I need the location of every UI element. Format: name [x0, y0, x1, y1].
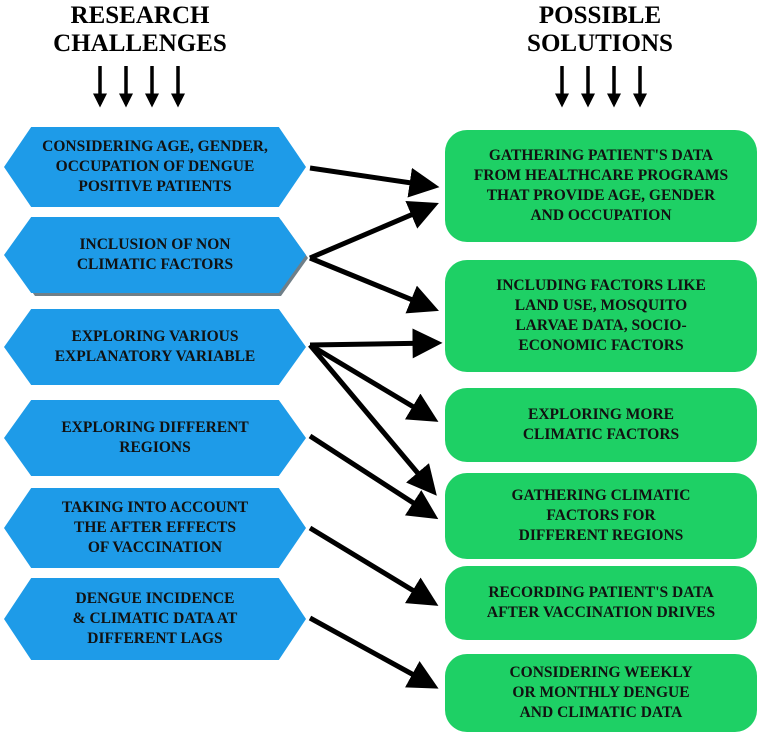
heading-line: RESEARCH	[70, 2, 210, 29]
challenge-text-line: EXPLORING VARIOUS	[71, 328, 239, 345]
solution-box-patient-data: GATHERING PATIENT'S DATA FROM HEALTHCARE…	[445, 130, 757, 242]
challenge-text-line: EXPLANATORY VARIABLE	[54, 348, 256, 365]
challenge-text-line: OCCUPATION OF DENGUE	[55, 158, 255, 175]
challenge-box-lags: DENGUE INCIDENCE & CLIMATIC DATA AT DIFF…	[4, 578, 306, 660]
solution-text-line: CONSIDERING WEEKLY	[509, 664, 693, 681]
challenge-text-line: THE AFTER EFFECTS	[74, 519, 236, 536]
solution-text-line: AFTER VACCINATION DRIVES	[486, 604, 716, 621]
down-arrows-challenges	[93, 66, 185, 108]
solution-text-line: ECONOMIC FACTORS	[518, 337, 684, 354]
challenge-text-line: CONSIDERING AGE, GENDER,	[42, 138, 268, 155]
challenge-box-explanatory-variable: EXPLORING VARIOUS EXPLANATORY VARIABLE	[4, 309, 306, 385]
research-challenges-heading: RESEARCH CHALLENGES	[40, 2, 240, 58]
challenge-text-line: DENGUE INCIDENCE	[75, 590, 235, 607]
connector-arrow	[308, 342, 439, 422]
solution-text-line: CLIMATIC FACTORS	[522, 426, 680, 443]
challenge-text-line: OF VACCINATION	[87, 539, 223, 556]
challenge-box-non-climatic: INCLUSION OF NON CLIMATIC FACTORS	[4, 217, 306, 293]
challenge-text-line: TAKING INTO ACCOUNT	[61, 499, 249, 516]
challenge-text-line: & CLIMATIC DATA AT	[72, 610, 238, 627]
challenge-text-line: INCLUSION OF NON	[79, 236, 231, 253]
solution-text-line: LARVAE DATA, SOCIO-	[515, 317, 687, 334]
solution-text-line: AND CLIMATIC DATA	[519, 704, 683, 721]
connector-arrow	[309, 201, 439, 261]
connector-arrow	[308, 433, 439, 520]
solution-text-line: OR MONTHLY DENGUE	[512, 684, 690, 701]
connector-arrow	[308, 615, 439, 689]
challenge-text-line: POSITIVE PATIENTS	[78, 178, 232, 195]
challenge-box-age-gender: CONSIDERING AGE, GENDER, OCCUPATION OF D…	[4, 127, 306, 207]
solution-text-line: DIFFERENT REGIONS	[518, 527, 684, 544]
solution-text-line: INCLUDING FACTORS LIKE	[496, 277, 706, 294]
connector-arrow	[308, 525, 439, 606]
solution-text-line: LAND USE, MOSQUITO	[514, 297, 688, 314]
challenge-box-different-regions: EXPLORING DIFFERENT REGIONS	[4, 400, 306, 476]
solution-text-line: GATHERING PATIENT'S DATA	[488, 147, 714, 164]
solution-text-line: FROM HEALTHCARE PROGRAMS	[473, 167, 729, 184]
solution-box-weekly-monthly: CONSIDERING WEEKLY OR MONTHLY DENGUE AND…	[445, 654, 757, 732]
solution-text-line: THAT PROVIDE AGE, GENDER	[486, 187, 716, 204]
heading-line: SOLUTIONS	[527, 30, 673, 57]
solution-text-line: AND OCCUPATION	[530, 207, 672, 224]
solution-text-line: FACTORS FOR	[546, 507, 656, 524]
heading-line: CHALLENGES	[53, 30, 227, 57]
challenge-text-line: DIFFERENT LAGS	[87, 630, 223, 647]
solution-text-line: RECORDING PATIENT'S DATA	[488, 584, 714, 601]
solution-text-line: GATHERING CLIMATIC	[511, 487, 691, 504]
connector-arrow	[309, 165, 440, 198]
possible-solutions-heading: POSSIBLE SOLUTIONS	[500, 2, 700, 58]
down-arrows-solutions	[555, 66, 647, 108]
solution-text-line: EXPLORING MORE	[528, 406, 674, 423]
connector-arrow	[309, 328, 443, 359]
solution-box-climatic-factors: EXPLORING MORE CLIMATIC FACTORS	[445, 388, 757, 462]
challenge-text-line: EXPLORING DIFFERENT	[61, 419, 249, 436]
solution-box-vaccination-drives: RECORDING PATIENT'S DATA AFTER VACCINATI…	[445, 566, 757, 640]
challenge-text-line: REGIONS	[119, 439, 191, 456]
solution-box-climatic-regions: GATHERING CLIMATIC FACTORS FOR DIFFERENT…	[445, 473, 757, 559]
connector-arrow	[308, 343, 437, 496]
challenge-text-line: CLIMATIC FACTORS	[76, 256, 234, 273]
heading-line: POSSIBLE	[538, 2, 662, 29]
solution-box-land-use: INCLUDING FACTORS LIKE LAND USE, MOSQUIT…	[445, 260, 757, 372]
challenge-box-vaccination: TAKING INTO ACCOUNT THE AFTER EFFECTS OF…	[4, 488, 306, 568]
connector-arrow	[309, 255, 439, 314]
